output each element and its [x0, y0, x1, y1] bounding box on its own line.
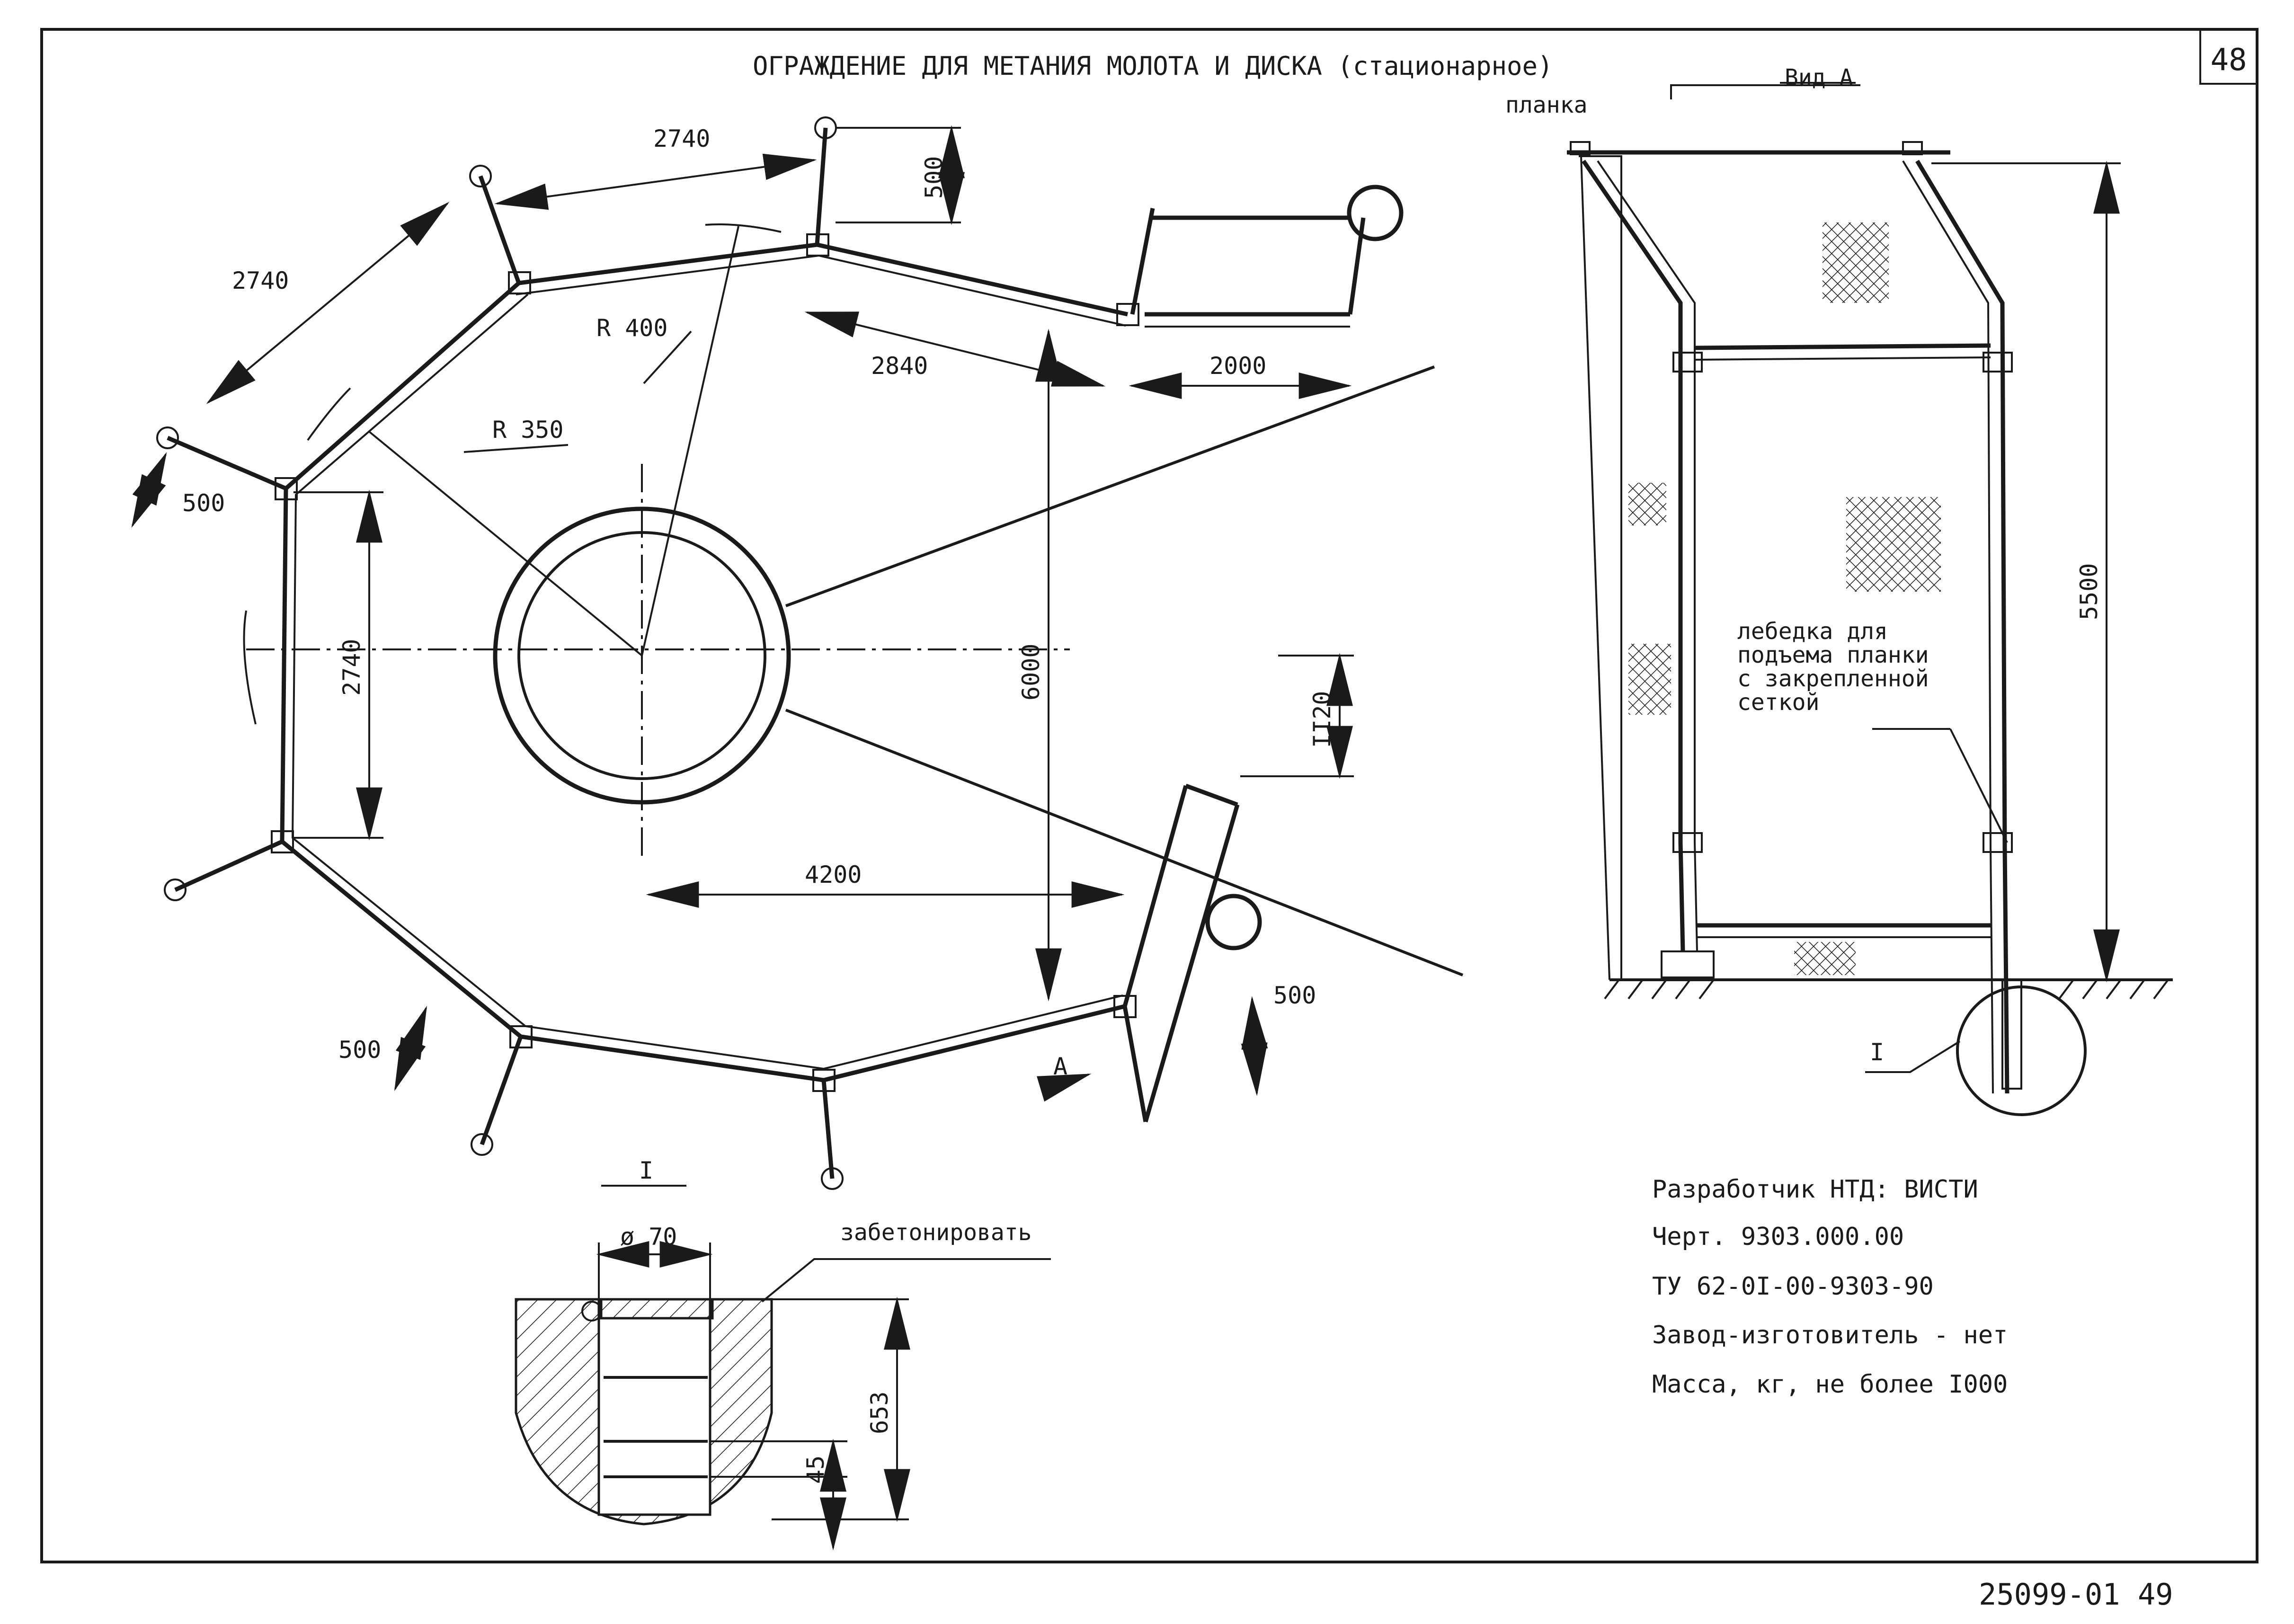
view-a-detail-mark: I: [1870, 1038, 1884, 1066]
mesh-patch: [1794, 942, 1856, 975]
sheet-frame: [40, 28, 2258, 1563]
view-a-title: Вид А: [1785, 64, 1853, 91]
doc-code: 25099-01 49: [1979, 1577, 2173, 1612]
dim-offset: II20: [1308, 691, 1336, 748]
plan-dimensions: [131, 125, 1354, 1102]
dim-right-span: 2840: [871, 352, 928, 380]
radius-r350: [368, 431, 643, 657]
winch-label-line3: с закрепленной: [1737, 666, 1929, 692]
arc-r400: [705, 223, 782, 233]
dim-left-upper-span: 2740: [232, 267, 289, 294]
mesh-patch: [1823, 222, 1889, 303]
detail-bottom: 45: [802, 1455, 829, 1484]
dim-to-gate: 4200: [805, 861, 862, 888]
dim-left-post: 500: [182, 489, 225, 517]
fence-outline: [280, 185, 1404, 1123]
info-mass: Масса, кг, не более I000: [1652, 1370, 2008, 1399]
ground-hatch: [1604, 979, 2169, 1000]
info-developer: Разработчик НТД: ВИСТИ: [1652, 1175, 1978, 1204]
dim-top-left-span: 2740: [653, 125, 710, 152]
dim-r400: R 400: [596, 314, 668, 342]
detail-i: [515, 1185, 1051, 1551]
throwing-circle-inner: [517, 531, 766, 780]
winch-label-line4: сеткой: [1737, 689, 1819, 716]
sheet-number: 48: [2210, 43, 2247, 78]
radius-r400: [641, 226, 739, 656]
winch-label-line2: подъема планки: [1737, 642, 1929, 668]
dim-right-post: 500: [1273, 982, 1316, 1009]
drawing-title: ОГРАЖДЕНИЕ ДЛЯ МЕТАНИЯ МОЛОТА И ДИСКА (с…: [753, 51, 1553, 81]
net-edge: [1580, 156, 1610, 980]
mesh-patch: [1846, 497, 1941, 592]
dim-door-width: 2000: [1209, 352, 1266, 380]
winch-label-line1: лебедка для: [1737, 618, 1888, 645]
dim-r350: R 350: [492, 416, 564, 444]
fence-posts: [156, 116, 1139, 1190]
detail-diameter: ø 70: [620, 1223, 677, 1251]
throwing-circle-outer: [493, 506, 791, 805]
dim-total-width: 6000: [1017, 644, 1045, 701]
view-arrow-label: A: [1053, 1053, 1067, 1080]
arc-r350: [307, 387, 351, 441]
dim-left-vertical-span: 2740: [338, 639, 365, 696]
info-spec: ТУ 62-0I-00-9303-90: [1652, 1272, 1934, 1301]
mesh-patch: [1628, 483, 1666, 525]
winch-wheel-gate: [1205, 894, 1262, 950]
detail-depth: 653: [866, 1392, 893, 1434]
winch-wheel-top: [1347, 185, 1404, 241]
view-a-height: 5500: [2075, 563, 2103, 620]
view-a: [1567, 82, 2173, 1116]
mesh-patch: [1628, 644, 1671, 715]
arc-r350-left: [243, 610, 257, 725]
plan-view: 2740 2740 500 R 400 2840 2000 R 350 500 …: [131, 116, 1464, 1190]
dim-top-post: 500: [920, 156, 948, 199]
pipe-socket: [597, 1298, 711, 1516]
detail-mark: I: [639, 1157, 653, 1184]
info-drawing: Черт. 9303.000.00: [1652, 1223, 1904, 1251]
dim-bottom-left-post: 500: [338, 1036, 381, 1064]
detail-concrete-note: забетонировать: [840, 1219, 1032, 1246]
plank-label: планка: [1505, 92, 1587, 118]
sector-line-upper: [785, 365, 1435, 607]
info-manufacturer: Завод-изготовитель - нет: [1652, 1321, 2008, 1349]
sector-line-lower: [785, 709, 1464, 976]
